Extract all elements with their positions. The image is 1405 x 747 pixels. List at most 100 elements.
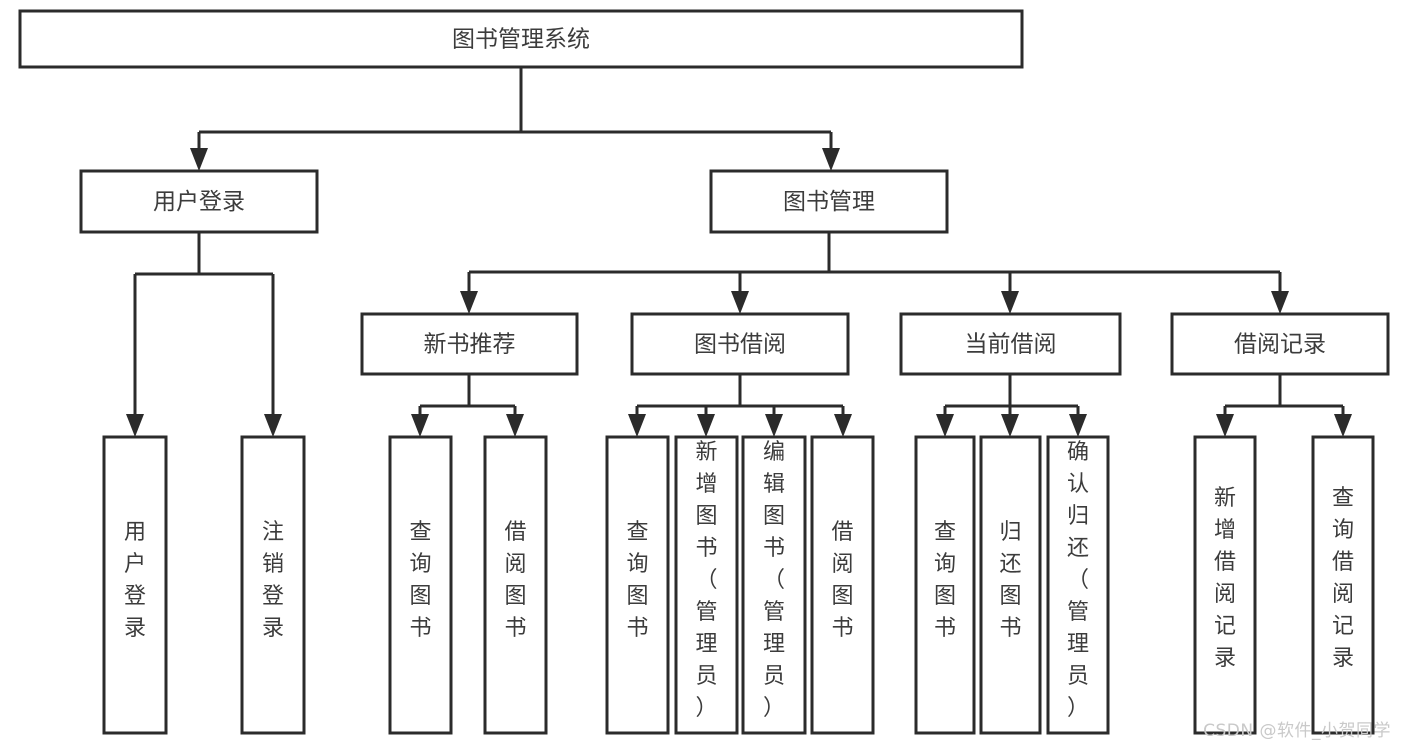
level3-node-new-book-recommend[interactable]: 新书推荐 [360, 312, 579, 376]
node-label-char: 图 [504, 584, 526, 609]
node-label-char: 图 [763, 504, 785, 529]
node-label-char: 用 [124, 520, 146, 545]
node-box [674, 435, 739, 735]
node-box [483, 435, 548, 735]
node-label-char: 图 [695, 504, 717, 529]
level3-node-book-borrow[interactable]: 图书借阅 [630, 312, 850, 376]
node-label-char: （ [763, 568, 785, 593]
node-box [79, 169, 319, 234]
arrowhead-leaf-add-book-admin [697, 414, 715, 437]
node-label-char: 确 [1067, 440, 1089, 465]
node-label-char: 管 [763, 600, 785, 625]
level2-node-book-management[interactable]: 图书管理 [709, 169, 949, 234]
node-box [709, 169, 949, 234]
level2-node-user-login[interactable]: 用户登录 [79, 169, 319, 234]
node-box [1170, 312, 1390, 376]
node-box [810, 435, 875, 735]
connector-root-trunk [197, 67, 833, 152]
root-node-root[interactable]: 图书管理系统 [18, 9, 1024, 69]
node-label-char: 询 [409, 552, 431, 577]
node-label-char: 管 [695, 600, 717, 625]
node-label-char: 图 [409, 584, 431, 609]
node-label-char: ） [695, 696, 717, 721]
arrowhead-leaf-borrow-book-new [506, 414, 524, 437]
csdn-watermark: CSDN @软件_小贺同学 [1203, 721, 1391, 741]
node-label-char: 销 [262, 552, 284, 577]
arrowhead-leaf-query-book-current [936, 414, 954, 437]
arrowhead-to-book-management [822, 148, 840, 171]
node-label-char: 书 [934, 616, 956, 641]
node-label-char: 书 [999, 616, 1021, 641]
node-layer: 图书管理系统用户登录图书管理新书推荐图书借阅当前借阅借阅记录用户登录注销登录查询… [18, 9, 1390, 735]
node-label-char: 记 [1332, 614, 1354, 639]
arrowhead-leaf-edit-book-admin [765, 414, 783, 437]
node-label-char: 借 [831, 520, 853, 545]
node-label-char: ） [763, 696, 785, 721]
node-label-char: 编 [763, 440, 785, 465]
connector-new-book-recommend-trunk [418, 374, 517, 418]
node-label-char: 登 [124, 584, 146, 609]
node-label-char: 新 [695, 440, 717, 465]
node-label: 借阅记录 [1234, 332, 1326, 358]
node-label-char: 书 [831, 616, 853, 641]
node-label-char: 书 [626, 616, 648, 641]
connector-user-login-trunk [133, 232, 275, 418]
node-label-char: 归 [999, 520, 1021, 545]
node-box [360, 312, 579, 376]
node-label-char: 理 [763, 632, 785, 657]
connector-layer [126, 67, 1352, 437]
arrowhead-leaf-query-book-new [411, 414, 429, 437]
connector-borrow-record-trunk [1223, 374, 1345, 418]
node-label-char: 归 [1067, 504, 1089, 529]
node-label-char: 还 [1067, 536, 1089, 561]
node-label: 当前借阅 [965, 332, 1057, 358]
arrowhead-to-user-login [190, 148, 208, 171]
leaf-node-leaf-user-login[interactable]: 用户登录 [102, 435, 168, 735]
node-label-char: 录 [1214, 646, 1236, 671]
node-label-char: 查 [409, 520, 431, 545]
node-label: 图书借阅 [694, 332, 786, 358]
node-box [1311, 435, 1375, 735]
node-label-char: 记 [1214, 614, 1236, 639]
connector-book-borrow-trunk [635, 374, 845, 418]
node-label-char: 阅 [504, 552, 526, 577]
node-label-char: 书 [763, 536, 785, 561]
node-label-char: 理 [1067, 632, 1089, 657]
node-label-char: 阅 [831, 552, 853, 577]
node-label-char: 图 [934, 584, 956, 609]
node-label-char: 员 [763, 664, 785, 689]
node-label-char: 录 [1332, 646, 1354, 671]
node-label-char: 理 [695, 632, 717, 657]
node-label-char: 注 [262, 520, 284, 545]
arrowhead-to-current-borrow [1001, 291, 1019, 314]
level3-node-current-borrow[interactable]: 当前借阅 [899, 312, 1122, 376]
arrowhead-leaf-query-book-borrow [628, 414, 646, 437]
arrowhead-leaf-borrow-book [834, 414, 852, 437]
node-box [630, 312, 850, 376]
level3-node-borrow-record[interactable]: 借阅记录 [1170, 312, 1390, 376]
node-box [102, 435, 168, 735]
node-box [18, 9, 1024, 69]
node-label-char: 员 [695, 664, 717, 689]
node-box [899, 312, 1122, 376]
node-box [741, 435, 807, 735]
arrowhead-leaf-user-login [126, 414, 144, 437]
node-label-char: 认 [1067, 472, 1089, 497]
arrowhead-to-new-book-recommend [460, 291, 478, 314]
node-label-char: 新 [1214, 486, 1236, 511]
node-box [240, 435, 306, 735]
node-label-char: 阅 [1214, 582, 1236, 607]
node-box [1046, 435, 1110, 735]
